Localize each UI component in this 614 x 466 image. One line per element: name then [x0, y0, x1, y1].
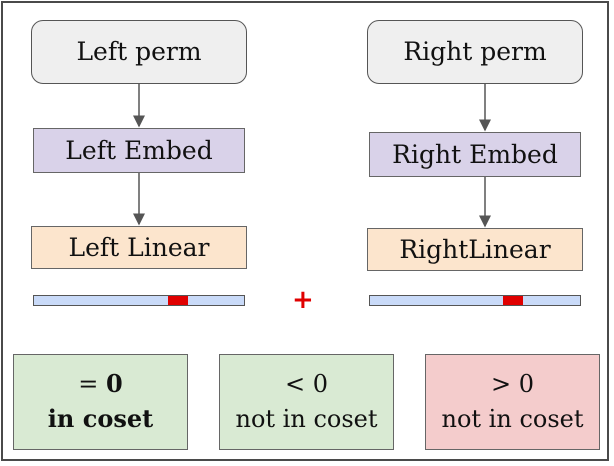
- diagram-frame: [1, 1, 609, 461]
- legend-positive-condition: > 0: [490, 370, 534, 399]
- right-embed-box: Right Embed: [369, 132, 581, 177]
- right-perm-box: Right perm: [367, 20, 583, 84]
- legend-positive-box: > 0 not in coset: [425, 354, 600, 450]
- right-linear-box: RightLinear: [367, 228, 583, 271]
- left-linear-label: Left Linear: [68, 232, 210, 262]
- legend-negative-condition: < 0: [284, 370, 328, 399]
- left-vector-highlight: [168, 296, 188, 305]
- legend-zero-meaning: in coset: [47, 404, 154, 433]
- legend-zero-value: 0: [106, 369, 123, 399]
- legend-negative-box: < 0 not in coset: [219, 354, 394, 450]
- right-perm-label: Right perm: [403, 37, 547, 66]
- left-perm-box: Left perm: [31, 20, 247, 84]
- legend-zero-box: = 0 in coset: [13, 354, 188, 450]
- legend-zero-condition: = 0: [78, 367, 122, 402]
- right-vector-highlight: [503, 296, 523, 305]
- left-perm-label: Left perm: [76, 37, 202, 66]
- left-linear-box: Left Linear: [31, 226, 247, 269]
- legend-positive-meaning: not in coset: [441, 405, 584, 433]
- plus-symbol: +: [292, 285, 314, 315]
- left-vector-bar: [33, 295, 245, 306]
- right-vector-bar: [369, 295, 581, 306]
- left-embed-label: Left Embed: [65, 135, 213, 165]
- legend-zero-prefix: =: [78, 370, 107, 399]
- right-linear-label: RightLinear: [399, 234, 551, 264]
- legend-negative-meaning: not in coset: [235, 405, 378, 433]
- left-embed-box: Left Embed: [33, 128, 245, 173]
- right-embed-label: Right Embed: [392, 139, 558, 169]
